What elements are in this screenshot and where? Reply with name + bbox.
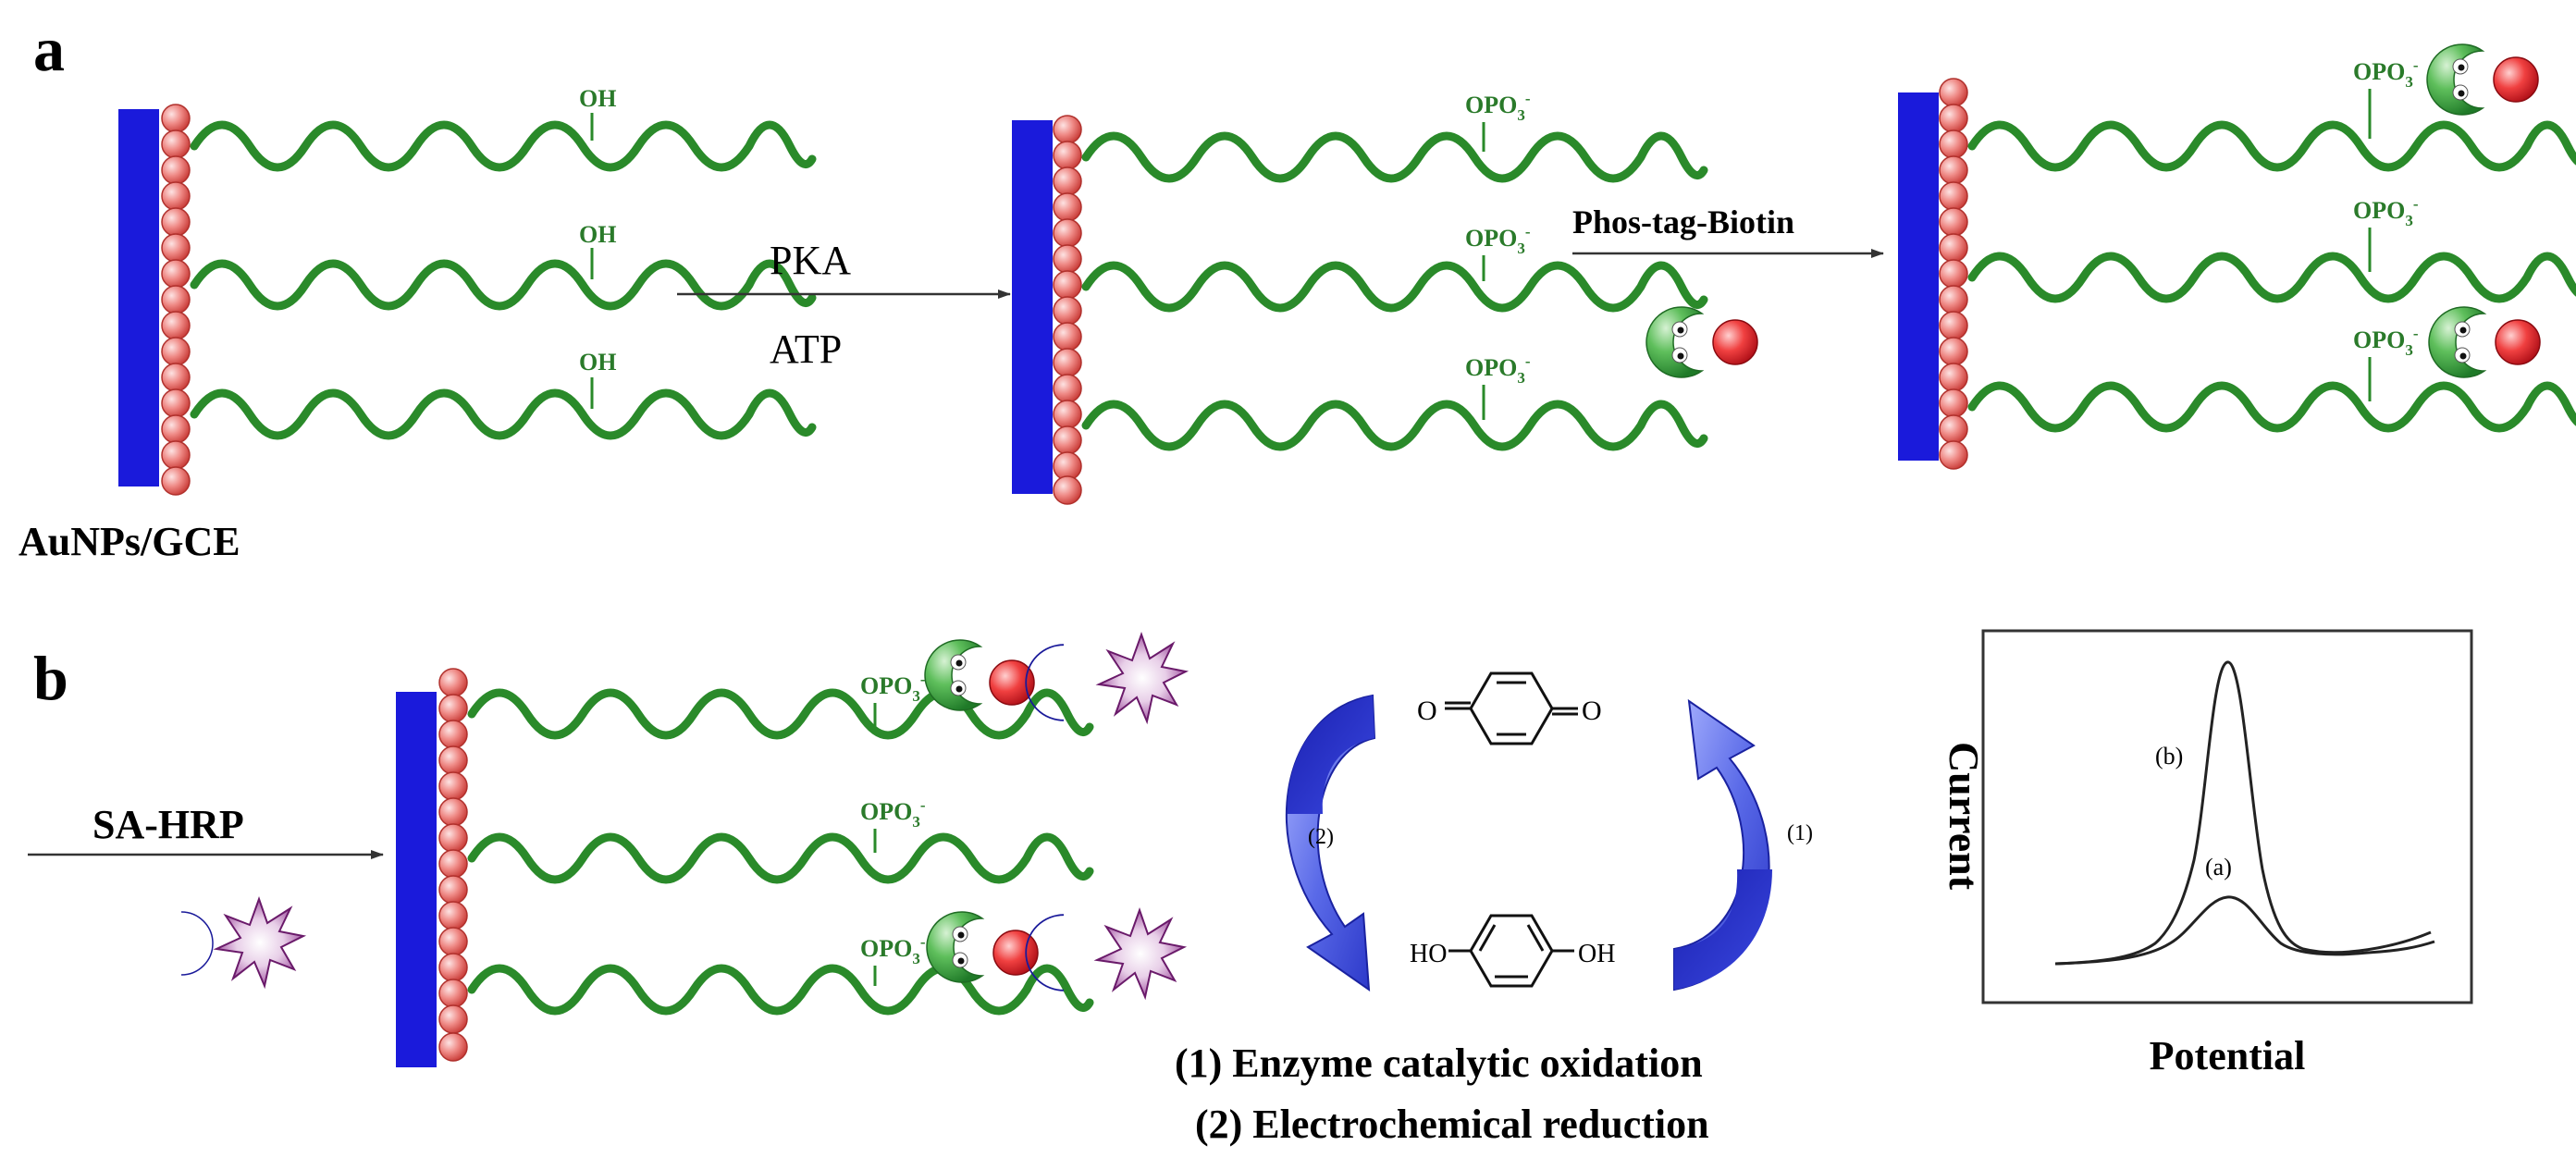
svg-text:OPO3-: OPO3- bbox=[860, 796, 926, 831]
peptide-chain-icon bbox=[194, 393, 812, 436]
voltammogram-chart: Current Potential (b) (a) bbox=[1941, 629, 2473, 1078]
gold-nanoparticle-column bbox=[161, 104, 191, 496]
arrow-atp-label: ATP bbox=[770, 326, 842, 372]
hydroxyl-label: OH bbox=[579, 221, 616, 248]
gold-nanoparticle-column bbox=[438, 668, 468, 1062]
electrode-bar-icon bbox=[396, 692, 437, 1067]
svg-text:OPO3-: OPO3- bbox=[1465, 223, 1531, 257]
phos-tag-biotin-icon bbox=[2428, 306, 2541, 378]
peptide-chain-icon bbox=[472, 837, 1090, 880]
phosphate-label: OPO3- bbox=[1465, 90, 1531, 124]
panel-b-letter: b bbox=[33, 643, 68, 713]
chart-frame bbox=[1981, 629, 2473, 1004]
chart-ylabel: Current bbox=[1941, 742, 1988, 891]
phos-tag-biotin-icon bbox=[1645, 306, 1758, 378]
electrode-bar-icon bbox=[1012, 120, 1053, 494]
caption-step-2: (2) Electrochemical reduction bbox=[1195, 1102, 1709, 1147]
svg-text:OPO3-: OPO3- bbox=[2353, 195, 2419, 229]
phosphate-label: OPO3- bbox=[860, 671, 926, 705]
caption-step-1: (1) Enzyme catalytic oxidation bbox=[1175, 1041, 1703, 1086]
hydroxyl-label: OH bbox=[579, 85, 616, 112]
peptide-chain-icon bbox=[1086, 265, 1704, 308]
step-2-marker: (2) bbox=[1308, 825, 1334, 849]
panel-a-letter: a bbox=[33, 14, 65, 84]
redox-cycle: O O HO OH (2) (1) (1) Enzyme catalytic o… bbox=[1175, 671, 1813, 1147]
curved-arrow-icon bbox=[1285, 694, 1376, 992]
svg-text:OPO3-: OPO3- bbox=[2353, 325, 2419, 359]
phosphate-label: OPO3- bbox=[2353, 195, 2419, 229]
arrow-phos-tag-biotin-label: Phos-tag-Biotin bbox=[1572, 203, 1794, 240]
peptide-chain-icon bbox=[472, 968, 1090, 1011]
gold-nanoparticle-column bbox=[1053, 115, 1082, 505]
phosphate-label: OPO3- bbox=[2353, 56, 2419, 91]
quinone-oxygen-left: O bbox=[1417, 696, 1437, 726]
series-b-label: (b) bbox=[2155, 743, 2183, 770]
peptide-chain-icon bbox=[194, 125, 812, 167]
phos-tag-biotin-icon bbox=[2426, 43, 2539, 116]
peptide-chain-icon bbox=[1972, 125, 2576, 167]
electrode-assembly-2: OPO3- OPO3- OPO3- bbox=[1012, 90, 1704, 505]
electrode-label: AuNPs/GCE bbox=[18, 519, 240, 564]
hydroquinone-structure bbox=[1448, 914, 1574, 988]
svg-text:OPO3-: OPO3- bbox=[1465, 90, 1531, 124]
phos-tag-biotin-sa-hrp-complex bbox=[926, 909, 1185, 998]
gold-nanoparticle-column bbox=[1939, 78, 1968, 470]
arrow-pka-label: PKA bbox=[770, 238, 851, 283]
electrode-bar-icon bbox=[1898, 92, 1939, 461]
series-b-curve bbox=[2054, 660, 2432, 966]
phosphate-label: OPO3- bbox=[1465, 352, 1531, 387]
phosphate-label: OPO3- bbox=[860, 933, 926, 967]
electrode-bar-icon bbox=[118, 109, 159, 486]
curved-arrow-icon bbox=[1673, 698, 1772, 991]
electrode-assembly-3: OPO3- OPO3- OPO3- bbox=[1898, 43, 2576, 470]
phosphate-label: OPO3- bbox=[1465, 223, 1531, 257]
hydroquinone-oh-label: OH bbox=[1578, 940, 1615, 968]
quinone-oxygen-right: O bbox=[1582, 696, 1602, 726]
chart-xlabel: Potential bbox=[2150, 1033, 2306, 1078]
electrode-assembly-1: OH OH OH bbox=[118, 85, 812, 496]
arrow-sa-hrp: SA-HRP bbox=[28, 802, 384, 987]
svg-text:OPO3-: OPO3- bbox=[2353, 56, 2419, 91]
svg-text:OPO3-: OPO3- bbox=[860, 933, 926, 967]
svg-text:OPO3-: OPO3- bbox=[860, 671, 926, 705]
phos-tag-biotin-sa-hrp-complex bbox=[924, 634, 1187, 722]
svg-text:OPO3-: OPO3- bbox=[1465, 352, 1531, 387]
peptide-chain-icon bbox=[1972, 386, 2576, 428]
phosphate-label: OPO3- bbox=[2353, 325, 2419, 359]
series-a-curve bbox=[2054, 895, 2435, 966]
peptide-chain-icon bbox=[1972, 256, 2576, 299]
peptide-chain-icon bbox=[1086, 136, 1704, 179]
benzoquinone-structure bbox=[1445, 671, 1578, 745]
peptide-chain-icon bbox=[194, 264, 812, 306]
arrow-pka: PKA ATP bbox=[677, 238, 1011, 372]
arrow-phos-tag-biotin: Phos-tag-Biotin bbox=[1572, 203, 1884, 378]
phosphate-label: OPO3- bbox=[860, 796, 926, 831]
step-1-marker: (1) bbox=[1787, 821, 1813, 845]
sa-hrp-icon bbox=[180, 898, 304, 987]
arrow-sa-hrp-label: SA-HRP bbox=[92, 802, 244, 847]
hydroxyl-label: OH bbox=[579, 349, 616, 376]
electrode-assembly-4: OPO3- OPO3- OPO3- bbox=[396, 634, 1187, 1067]
series-a-label: (a) bbox=[2205, 854, 2232, 881]
peptide-chain-icon bbox=[1086, 404, 1704, 447]
hydroquinone-ho-label: HO bbox=[1410, 940, 1447, 968]
